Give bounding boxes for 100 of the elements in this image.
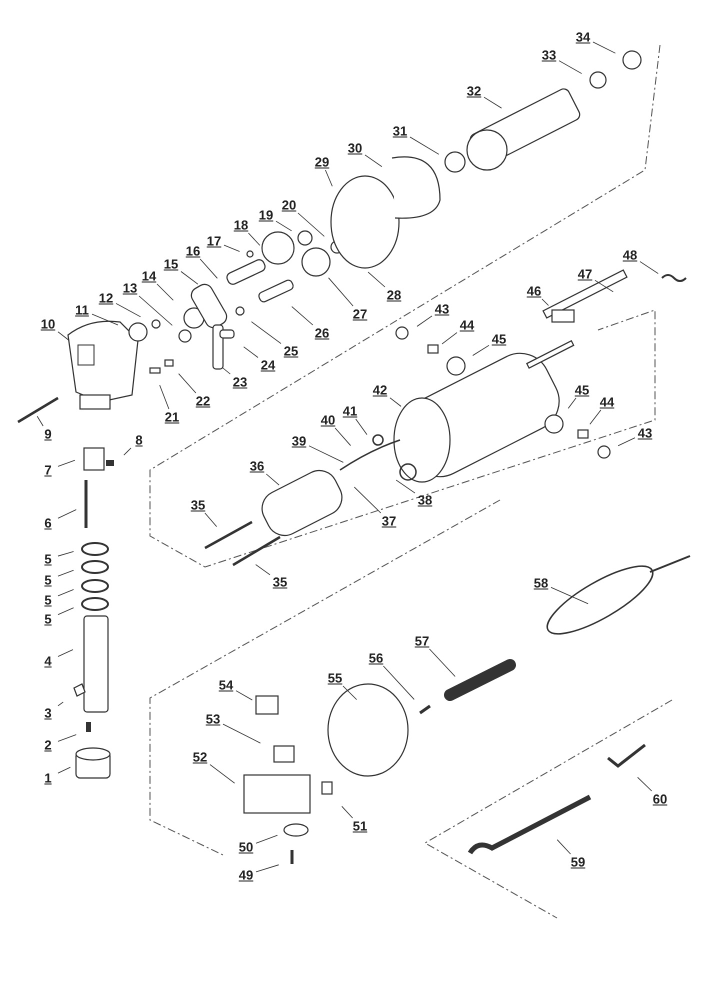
leader-line	[594, 280, 614, 292]
callout-number: 22	[196, 394, 210, 408]
callout-number: 21	[164, 410, 180, 424]
callout-number: 54	[218, 678, 234, 692]
callout-number: 45	[492, 332, 506, 346]
callout-number: 43	[434, 302, 450, 316]
leader-line	[390, 397, 402, 407]
leader-line	[558, 60, 582, 74]
callout-number: 10	[40, 316, 56, 332]
leader-line	[58, 551, 74, 556]
leader-line	[550, 587, 588, 604]
leader-line	[222, 367, 231, 374]
leader-line	[334, 428, 352, 446]
leader-line	[138, 296, 173, 326]
callout-number: 45	[574, 382, 590, 398]
callout-number: 25	[284, 344, 298, 358]
leader-line	[222, 724, 261, 744]
leader-line	[200, 258, 218, 279]
leader-line	[159, 384, 170, 410]
callout-number: 5	[44, 592, 52, 608]
leader-line	[484, 96, 502, 109]
callout-number: 13	[122, 280, 138, 296]
callout-number: 8	[135, 432, 143, 448]
callout-number: 5	[44, 572, 52, 588]
callout-number: 47	[578, 266, 592, 282]
leader-line	[416, 316, 432, 327]
leader-line	[243, 346, 258, 358]
callout-number: 35	[190, 498, 206, 512]
callout-number: 57	[414, 634, 430, 648]
callout-number: 46	[526, 284, 542, 298]
callout-number: 39	[292, 434, 306, 448]
leader-line	[355, 418, 368, 435]
callout-number: 32	[466, 84, 482, 98]
callout-number: 49	[238, 868, 254, 882]
callout-number: 42	[372, 382, 388, 398]
leader-line	[556, 839, 571, 854]
callout-number: 11	[75, 302, 89, 318]
leader-line	[328, 277, 354, 306]
callout-number: 60	[652, 792, 668, 806]
callout-number: 6	[44, 516, 52, 530]
callout-number: 7	[44, 462, 52, 478]
callout-number: 51	[352, 818, 368, 834]
leader-line	[180, 271, 198, 285]
leader-line	[256, 834, 278, 844]
callout-number: 36	[250, 458, 264, 474]
leader-line	[341, 806, 354, 818]
leader-line	[410, 136, 440, 155]
leader-line	[368, 272, 386, 288]
leader-line	[256, 864, 280, 872]
callout-number: 31	[392, 124, 408, 138]
callout-number: 48	[622, 248, 638, 262]
leader-line	[36, 416, 44, 426]
callout-number: 24	[260, 358, 276, 372]
callout-number: 27	[352, 306, 368, 322]
callout-number: 50	[238, 840, 254, 854]
leader-line	[58, 766, 71, 774]
leader-line	[298, 212, 325, 237]
callout-number: 26	[314, 326, 330, 340]
leader-line	[255, 564, 270, 576]
leader-line	[568, 398, 576, 409]
leader-line	[429, 648, 456, 677]
leader-line	[58, 570, 74, 577]
callout-number: 2	[44, 738, 52, 752]
callout-number: 38	[418, 492, 432, 508]
callout-number: 34	[576, 30, 590, 44]
callout-number: 44	[600, 394, 614, 410]
leader-line	[58, 331, 70, 341]
callout-number: 18	[234, 218, 248, 232]
leader-line	[236, 690, 253, 700]
leader-line	[364, 154, 382, 168]
leader-line	[325, 170, 333, 187]
leader-line	[640, 261, 659, 274]
leader-line	[266, 474, 280, 486]
callout-number: 17	[206, 234, 222, 248]
callout-number: 52	[192, 750, 208, 764]
leader-line	[58, 589, 74, 596]
leader-line	[590, 410, 602, 425]
leader-line	[442, 332, 458, 344]
callout-number: 5	[44, 612, 52, 626]
callout-number: 37	[382, 514, 396, 528]
callout-number: 19	[258, 208, 274, 222]
callout-number: 23	[232, 374, 248, 390]
leader-line	[382, 666, 415, 700]
leader-line	[472, 344, 490, 356]
callout-number: 14	[142, 268, 156, 284]
leader-line	[58, 734, 77, 742]
leader-line	[251, 321, 282, 344]
leader-line	[592, 42, 616, 54]
leader-line	[276, 220, 292, 232]
callout-number: 3	[44, 706, 52, 720]
callout-number: 16	[186, 244, 200, 258]
leader-line	[58, 702, 64, 706]
leader-line	[342, 686, 358, 700]
leader-line	[354, 486, 382, 514]
leader-line	[58, 460, 76, 467]
leader-line	[58, 509, 77, 519]
callout-number: 59	[570, 854, 586, 870]
callout-number: 1	[44, 770, 52, 786]
leader-line	[637, 776, 652, 792]
leader-line	[204, 512, 218, 528]
